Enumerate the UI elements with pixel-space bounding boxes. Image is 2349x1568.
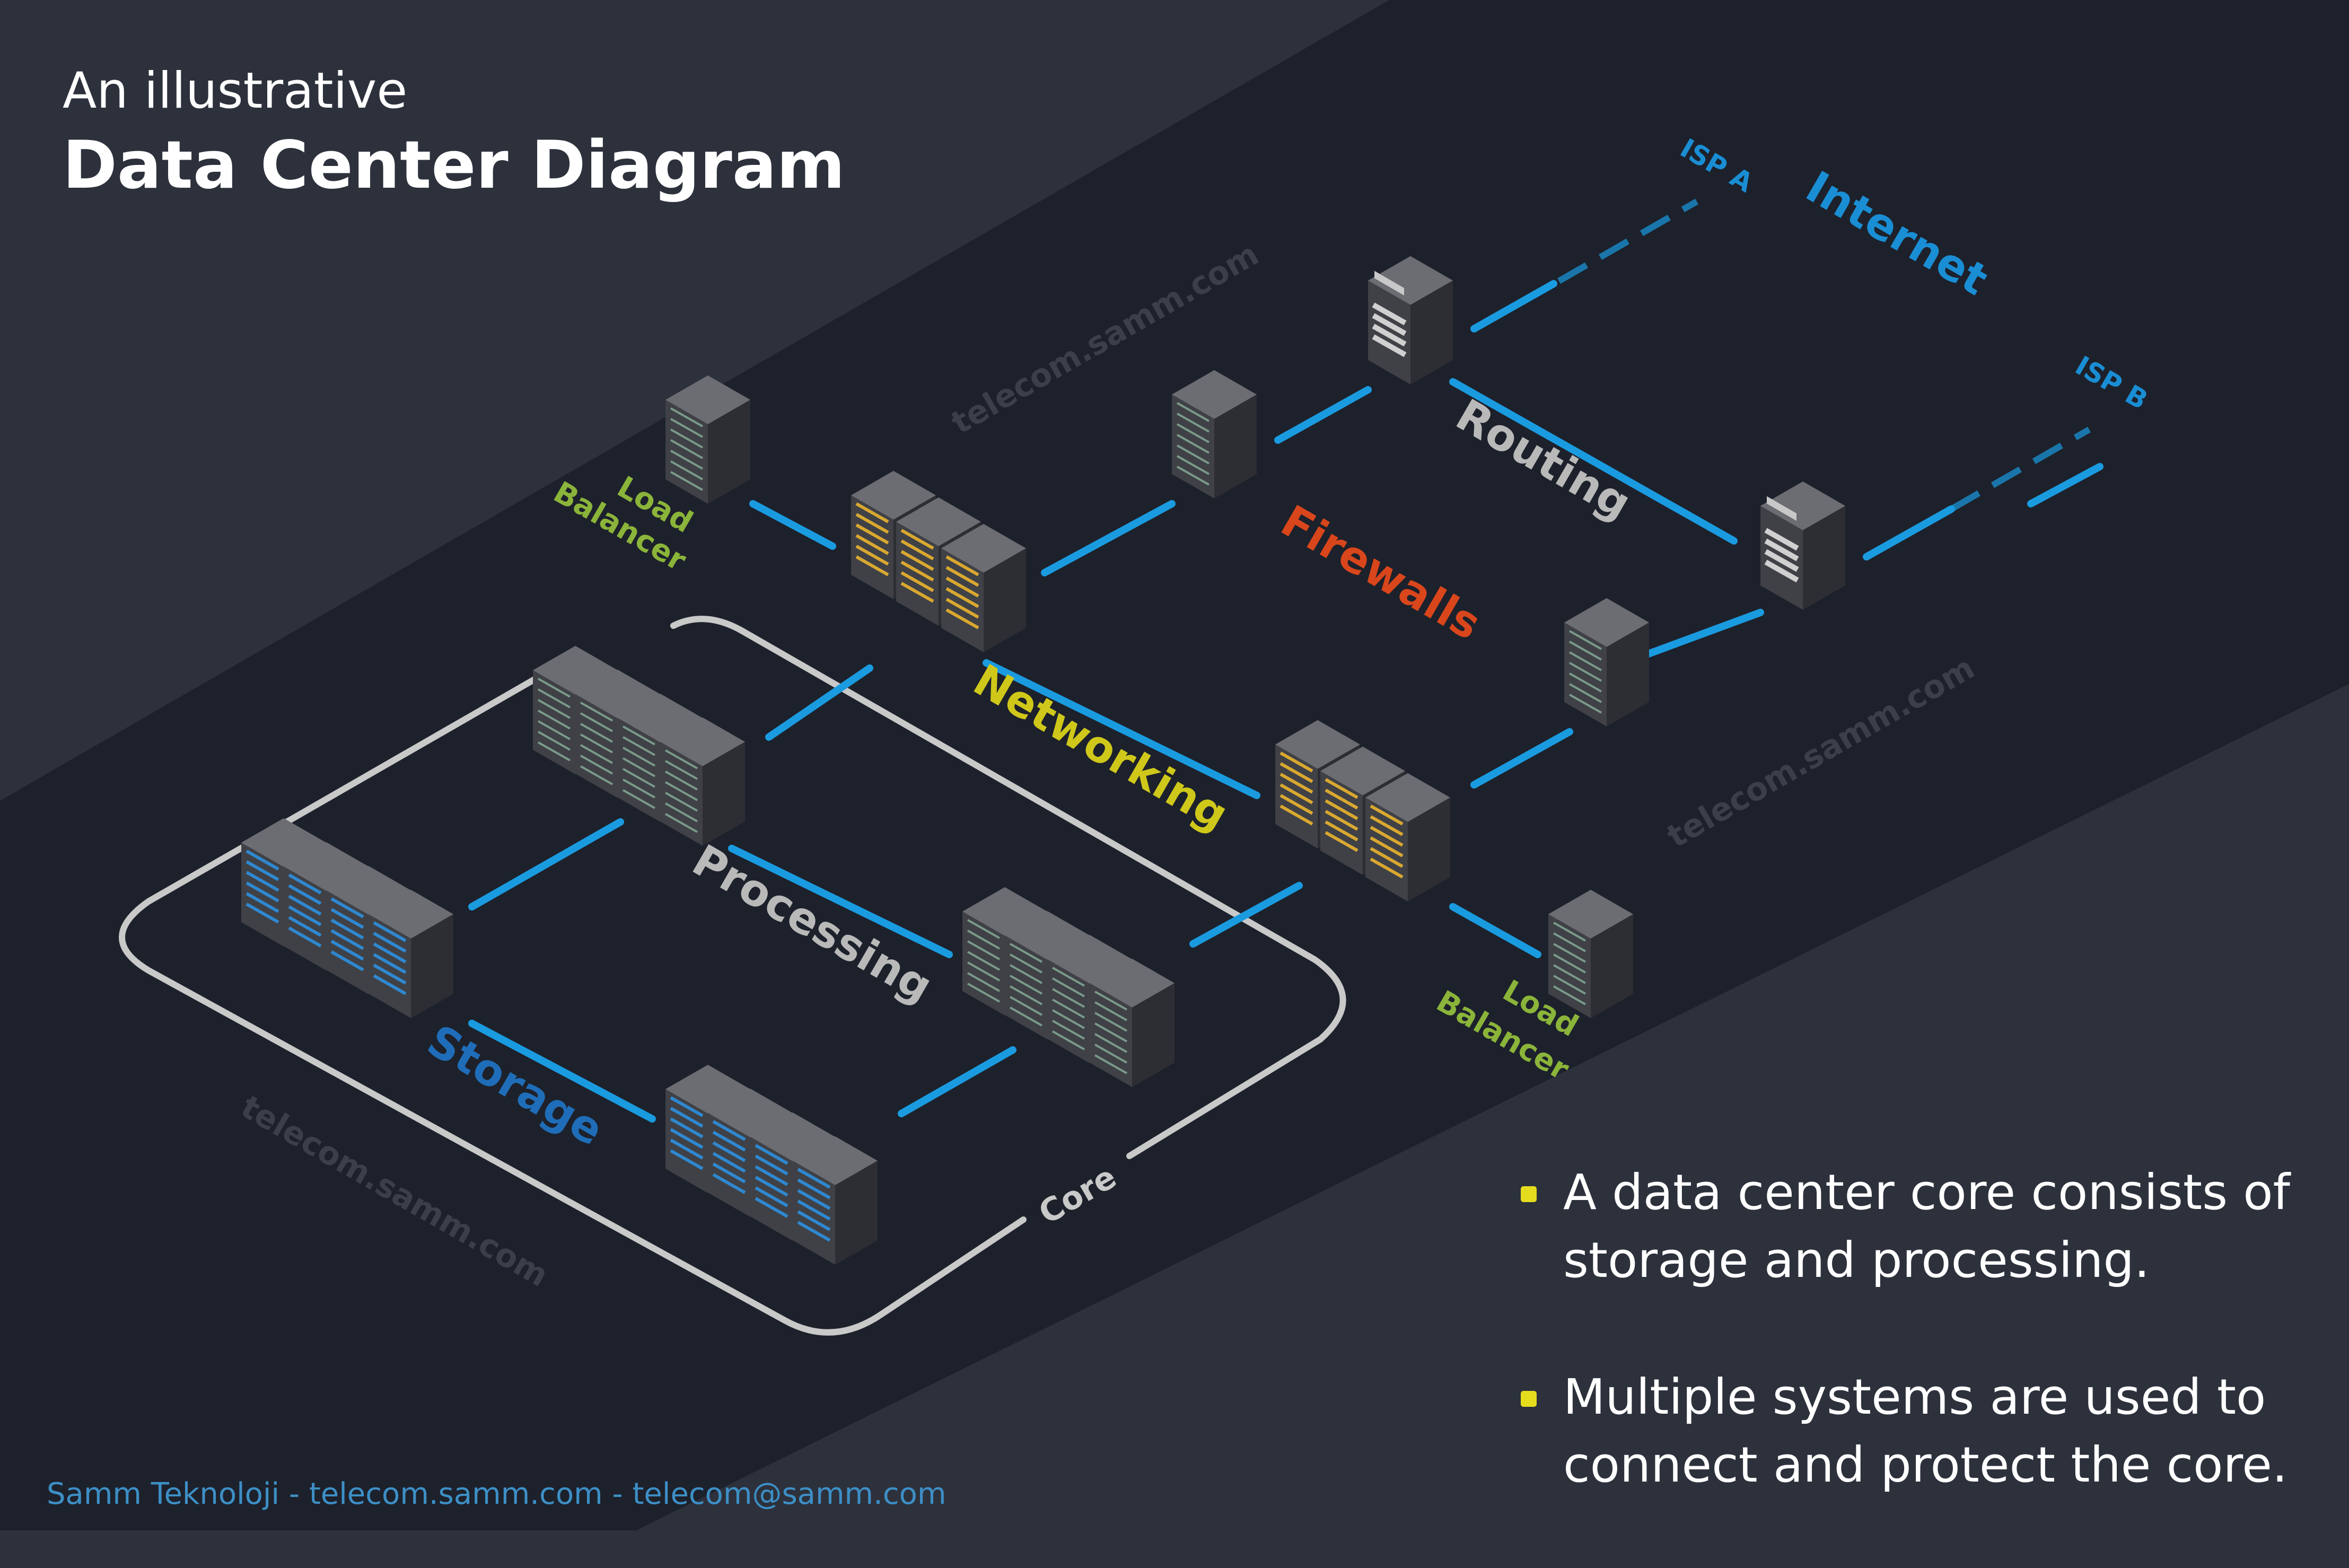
background-band — [0, 0, 2349, 1530]
router-right-icon — [1760, 481, 1845, 610]
footer-credit: Samm Teknoloji - telecom.samm.com - tele… — [47, 1477, 946, 1511]
router-top-icon — [1368, 256, 1453, 384]
page-title: Data Center Diagram — [63, 127, 845, 204]
network-links — [468, 280, 2103, 1123]
page-subtitle: An illustrative — [63, 62, 408, 120]
core-outline — [119, 616, 1346, 1336]
bullet-text: A data center core consists of storage a… — [1563, 1164, 2290, 1289]
firewall-top-icon — [1172, 370, 1257, 498]
bullet-item: Multiple systems are used to connect and… — [1517, 1363, 2322, 1499]
diagram-artwork: telecom.samm.com telecom.samm.com teleco… — [0, 0, 2349, 1530]
bullet-text: Multiple systems are used to connect and… — [1563, 1369, 2288, 1493]
bullet-item: A data center core consists of storage a… — [1517, 1159, 2322, 1294]
bullet-dot-icon — [1521, 1391, 1537, 1407]
load-balancer-bottom-icon — [1548, 890, 1633, 1018]
bullet-dot-icon — [1521, 1186, 1537, 1202]
diagram-canvas: telecom.samm.com telecom.samm.com teleco… — [0, 0, 2349, 1530]
firewall-right-icon — [1564, 598, 1649, 726]
title-block: An illustrative Data Center Diagram — [63, 59, 845, 208]
bullet-list: A data center core consists of storage a… — [1517, 1159, 2322, 1568]
load-balancer-top-icon — [665, 375, 750, 504]
